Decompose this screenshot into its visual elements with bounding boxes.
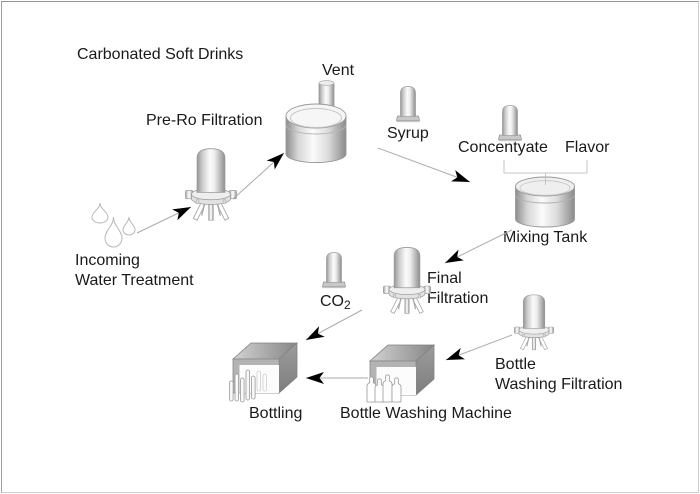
final-filtration-filter-icon	[383, 246, 431, 315]
diagram-title: Carbonated Soft Drinks	[77, 46, 244, 63]
label-bottling: Bottling	[249, 405, 303, 422]
label-co2: CO2	[320, 293, 351, 312]
label-incoming-water-treatment: Incoming Water Treatment	[75, 251, 194, 291]
label-syrup: Syrup	[387, 125, 429, 142]
label-mixing-tank: Mixing Tank	[503, 229, 588, 246]
label-bottle-washing-machine: Bottle Washing Machine	[340, 405, 512, 422]
label-bwf-line2: Washing Filtration	[495, 376, 623, 393]
label-concentrate: Concentyate	[458, 139, 548, 156]
syrup-cartridge-icon	[396, 86, 420, 123]
arrow-washer-to-bottling-icon	[306, 372, 368, 384]
co2-subscript: 2	[344, 298, 351, 312]
bottling-machine-icon	[229, 342, 298, 403]
label-final-line1: Final	[427, 270, 462, 287]
co2-cartridge-icon	[322, 252, 346, 289]
label-pre-ro-filtration: Pre-Ro Filtration	[146, 112, 263, 129]
arrow-filtration-to-washer-icon	[445, 334, 513, 361]
arrow-mixing-to-final-icon	[444, 229, 513, 264]
label-incoming-line2: Water Treatment	[75, 272, 194, 289]
label-flavor: Flavor	[565, 139, 610, 156]
concentrate-cartridge-icon	[498, 105, 522, 142]
arrow-co2-to-bottling-icon	[305, 309, 363, 341]
arrow-prero-to-tank-icon	[232, 152, 285, 200]
label-incoming-line1: Incoming	[75, 252, 140, 269]
concentrate-flavor-connector	[503, 160, 588, 185]
label-vent: Vent	[322, 62, 355, 79]
arrow-tank-to-mixing-icon	[377, 147, 471, 183]
label-bwf-line1: Bottle	[495, 356, 536, 373]
arrow-water-to-prero-icon	[136, 206, 192, 234]
label-bottle-washing-filtration: Bottle Washing Filtration	[495, 355, 622, 395]
label-final-line2: Filtration	[427, 290, 489, 307]
label-final-filtration: Final Filtration	[427, 269, 488, 309]
